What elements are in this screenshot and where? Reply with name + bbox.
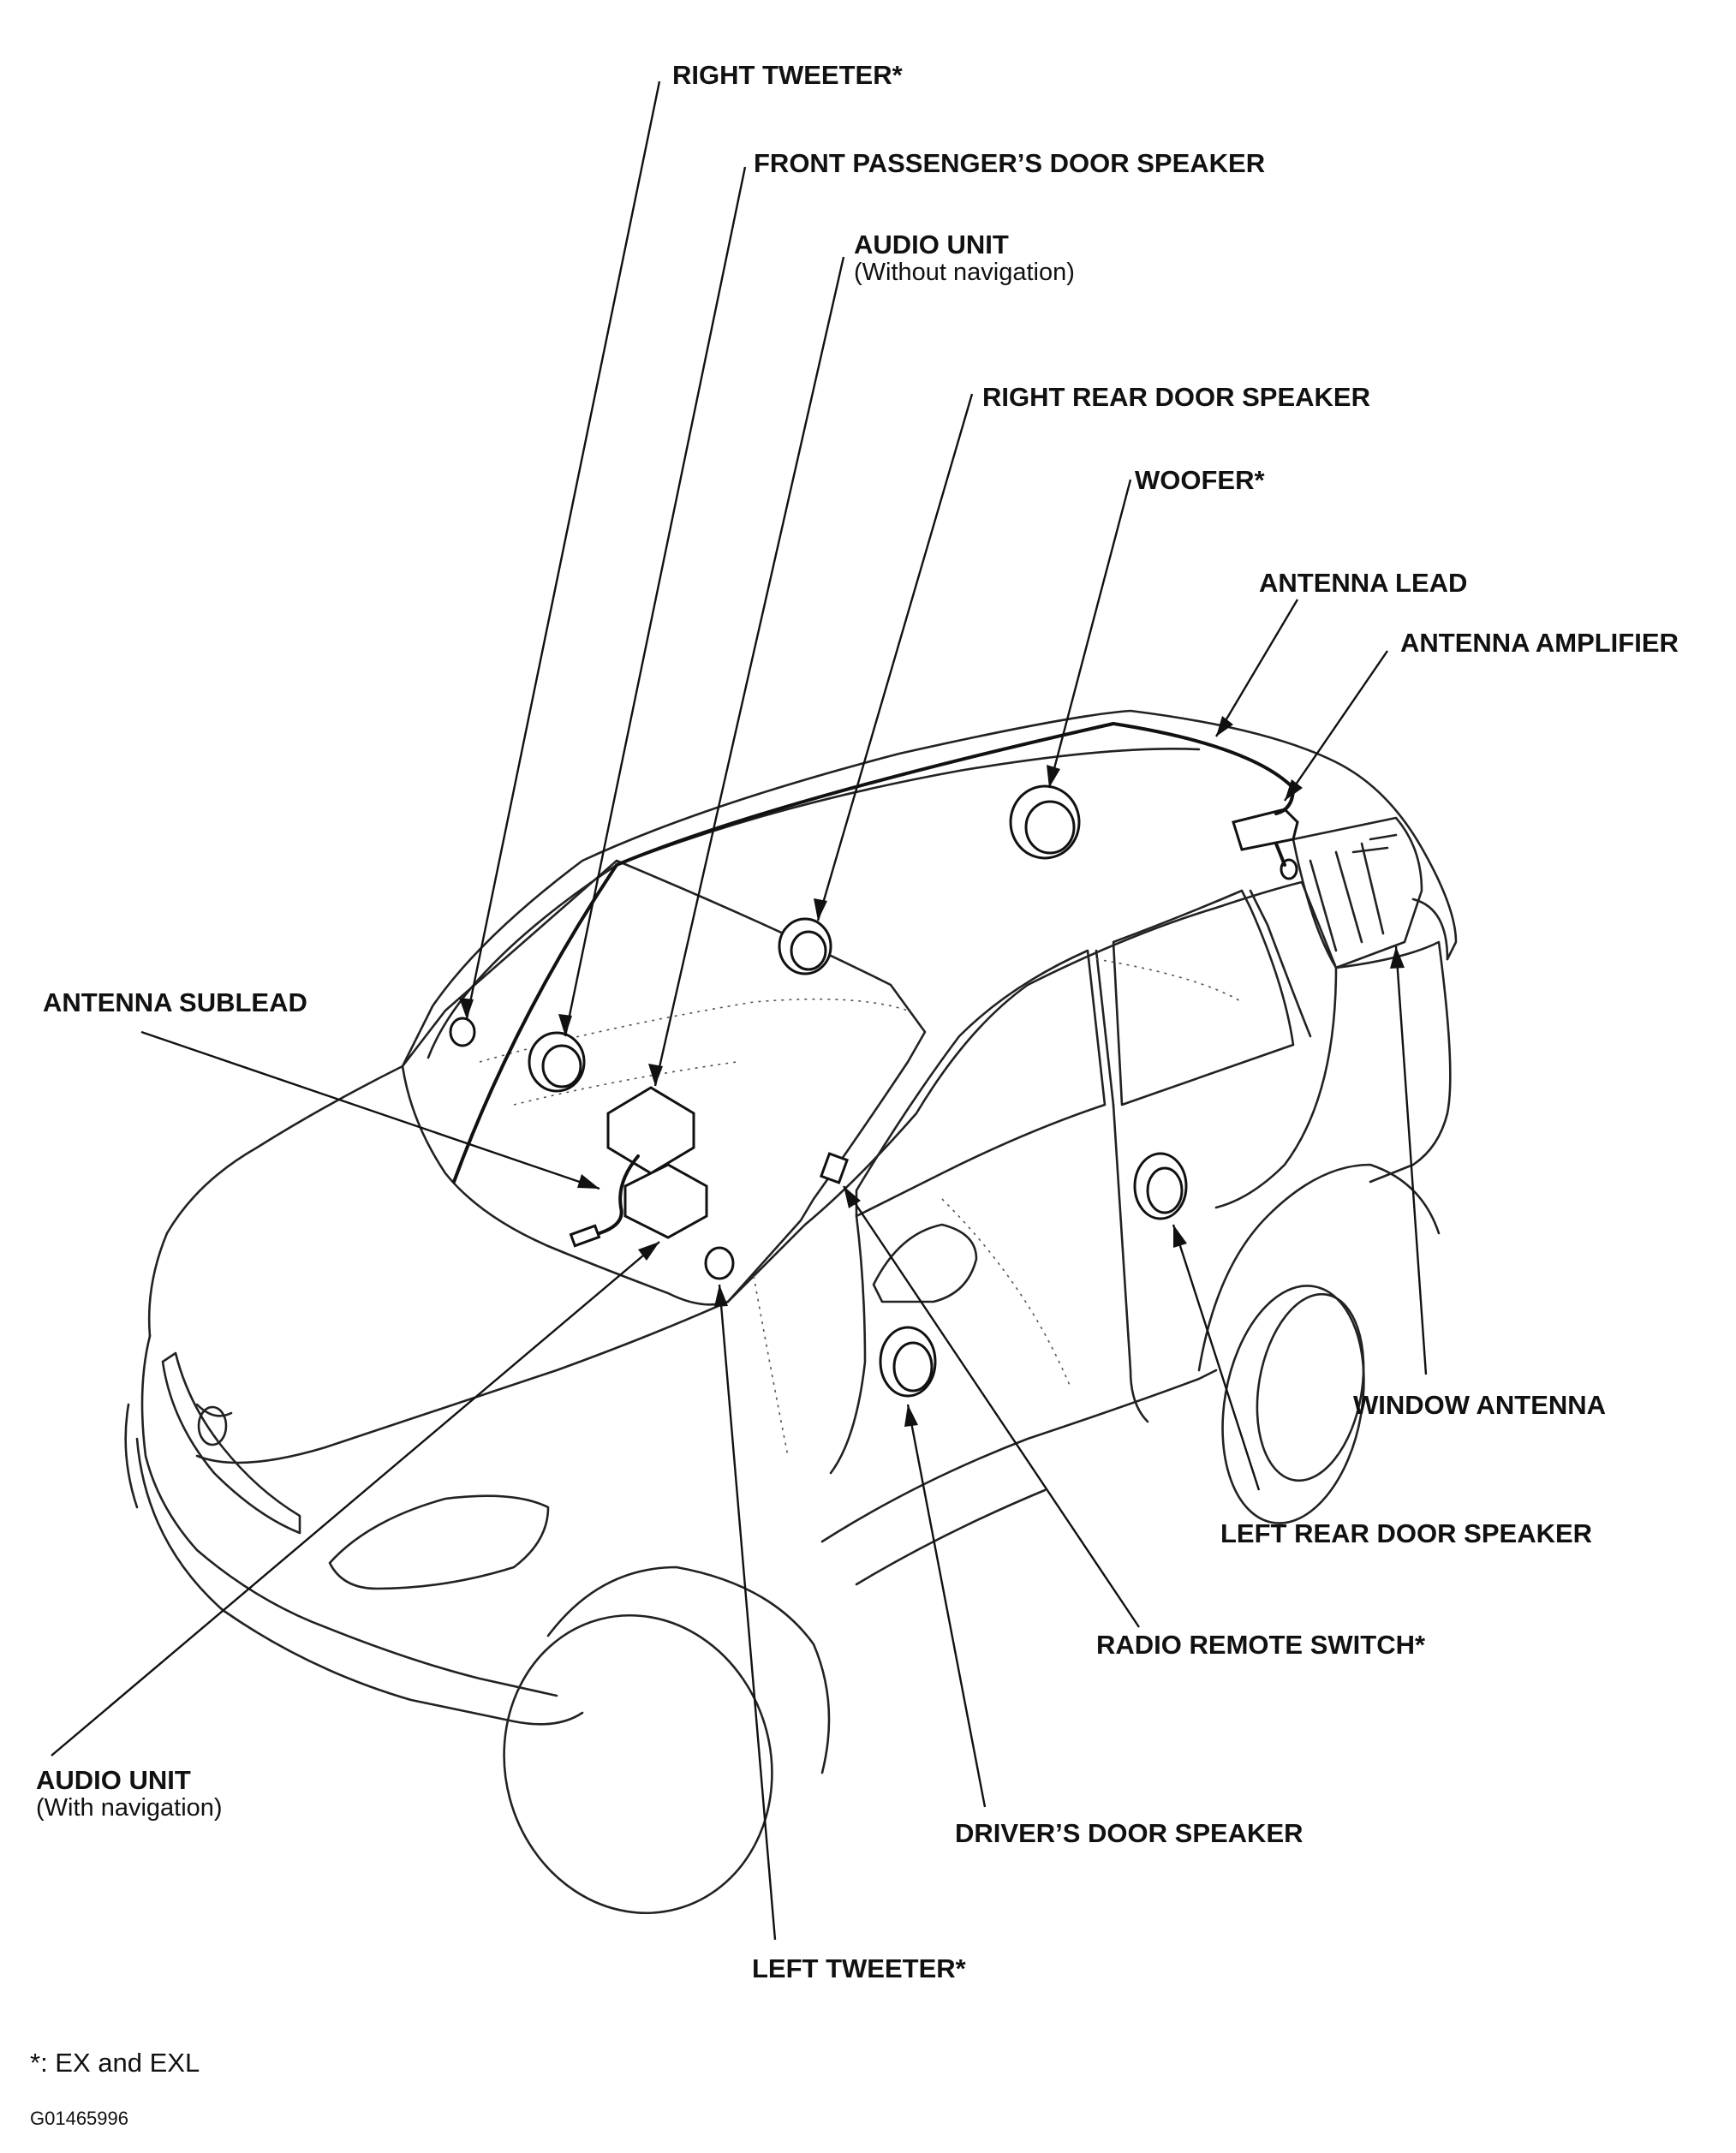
radio-remote-switch-component [819,1152,850,1184]
label-right-tweeter: RIGHT TWEETER* [672,60,903,90]
label-woofer: WOOFER* [1135,465,1265,495]
audio-unit-with-navigation-component [623,1163,708,1239]
label-antenna-lead: ANTENNA LEAD [1259,568,1468,598]
label-left-rear-door-speaker: LEFT REAR DOOR SPEAKER [1220,1518,1593,1548]
label-window-antenna: WINDOW ANTENNA [1353,1390,1607,1420]
label-front-passenger-door-speaker: FRONT PASSENGER’S DOOR SPEAKER [754,148,1266,178]
left-tweeter-component [704,1246,735,1280]
label-left-tweeter: LEFT TWEETER* [752,1953,966,1983]
leader-arrowheads [459,716,1405,1427]
leader-lines [51,81,1428,1941]
antenna-lead-wire [452,721,1296,1184]
label-audio-unit-with-navigation-sub: (With navigation) [36,1794,223,1822]
right-tweeter-component [449,1017,476,1047]
label-audio-unit-without-navigation-sub: (Without navigation) [854,259,1075,286]
label-radio-remote-switch: RADIO REMOTE SWITCH* [1096,1630,1426,1660]
label-right-rear-door-speaker: RIGHT REAR DOOR SPEAKER [982,382,1370,412]
audio-unit-without-navigation-component [606,1086,695,1175]
antenna-amplifier-component [1232,808,1299,851]
label-antenna-sublead: ANTENNA SUBLEAD [43,987,307,1017]
label-audio-unit-without-navigation: AUDIO UNIT [854,230,1009,259]
vehicle-body-outline [124,709,1458,1915]
footnote: *: EX and EXL [30,2048,200,2078]
figure-code: G01465996 [30,2108,128,2129]
label-antenna-amplifier: ANTENNA AMPLIFIER [1400,628,1679,658]
label-drivers-door-speaker: DRIVER’S DOOR SPEAKER [955,1818,1303,1848]
antenna-sublead-wire [581,1154,640,1239]
audio-components [449,721,1299,1398]
label-audio-unit-with-navigation: AUDIO UNIT [36,1765,191,1795]
